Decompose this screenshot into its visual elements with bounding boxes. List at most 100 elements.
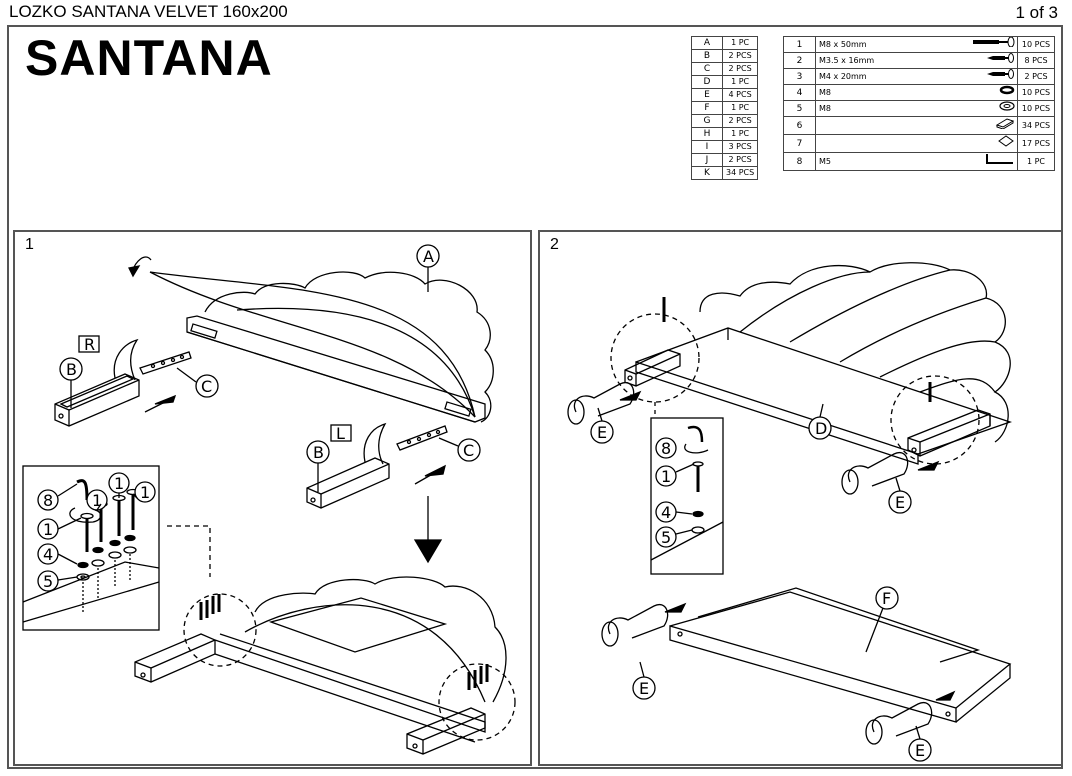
step-2-illustration: D E E E E F 8 1 4 5 [567, 262, 1013, 762]
document-title: LOZKO SANTANA VELVET 160x200 [9, 2, 288, 21]
part-quantity: 2 PCS [721, 114, 759, 128]
screw-icon [932, 68, 1018, 85]
step-number: 2 [550, 236, 559, 253]
hardware-quantity: 8 PCS [1017, 52, 1055, 69]
slat-cap-icon [932, 134, 1018, 153]
svg-text:L: L [336, 424, 345, 443]
part-quantity: 3 PCS [721, 140, 759, 154]
svg-text:1: 1 [140, 483, 150, 502]
part-letter: D [691, 75, 723, 89]
hardware-description: M4 x 20mm [815, 68, 932, 85]
detail-callout-bolt-c: 1 [132, 481, 156, 503]
part-quantity: 1 PC [721, 36, 759, 50]
page-indicator: 1 of 3 [1015, 3, 1058, 22]
part-letter: A [691, 36, 723, 50]
detail-callout-bolt-b: 1 [108, 472, 130, 498]
svg-text:B: B [313, 443, 324, 462]
callout-side-tag-right: R [78, 335, 100, 354]
hardware-description [815, 134, 932, 153]
part-letter: C [691, 62, 723, 76]
callout-bracket-right: C [176, 367, 219, 398]
svg-text:E: E [895, 493, 905, 512]
hardware-description: M8 [815, 84, 932, 101]
headboard-drawing [128, 256, 494, 423]
allen-key-icon [932, 152, 1018, 171]
callout-headboard: A [416, 244, 440, 292]
svg-text:A: A [423, 247, 434, 266]
part-letter: F [691, 101, 723, 115]
detail-callout-bolt-a: 1 [86, 489, 108, 511]
part-quantity: 4 PCS [721, 88, 759, 102]
side-rail-left-drawing [306, 422, 390, 509]
part-letter: K [691, 166, 723, 180]
callout-side-rail-left: B [306, 440, 330, 492]
hardware-quantity: 34 PCS [1017, 116, 1055, 135]
detail-callout-flat-washer: 5 [655, 526, 693, 548]
svg-text:C: C [201, 377, 212, 396]
callout-leg-3: E [632, 661, 656, 700]
hardware-quantity: 2 PCS [1017, 68, 1055, 85]
bracket-c-right-drawing [139, 351, 192, 413]
callout-side-tag-left: L [330, 424, 352, 443]
svg-text:8: 8 [43, 491, 53, 510]
detail-callout-bolt-d: 1 [37, 517, 82, 540]
svg-text:4: 4 [43, 545, 53, 564]
down-arrow-icon [413, 496, 443, 564]
hardware-number: 2 [783, 52, 816, 69]
part-quantity: 1 PC [721, 75, 759, 89]
detail-callout-bolt: 1 [655, 463, 695, 487]
callout-leg-2: E [888, 477, 912, 514]
callout-leg-1: E [590, 407, 614, 444]
step-1-panel: 1 [13, 230, 532, 766]
part-letter: G [691, 114, 723, 128]
detail-callout-allen-key: 8 [655, 437, 677, 459]
footboard-drawing [669, 587, 1012, 723]
hardware-number: 5 [783, 100, 816, 117]
step-1-callouts: A B R C B L C 8 1 1 1 1 4 5 [37, 244, 481, 592]
callout-leg-4: E [908, 725, 932, 762]
screw-icon [932, 52, 1018, 69]
spring-washer-icon [932, 84, 1018, 101]
part-quantity: 1 PC [721, 101, 759, 115]
hardware-description: M8 x 50mm [815, 36, 932, 53]
svg-text:E: E [915, 741, 925, 760]
hardware-quantity: 10 PCS [1017, 36, 1055, 53]
part-letter: J [691, 153, 723, 167]
product-name: SANTANA [25, 30, 273, 86]
hardware-description: M3.5 x 16mm [815, 52, 932, 69]
svg-text:1: 1 [43, 520, 53, 539]
callout-bracket-left: C [438, 437, 481, 462]
svg-text:1: 1 [661, 467, 671, 486]
svg-text:B: B [66, 360, 77, 379]
assembled-frame-drawing [134, 525, 516, 755]
detail-callout-spring-washer: 4 [37, 543, 78, 565]
svg-text:8: 8 [661, 439, 671, 458]
detail-callout-spring-washer: 4 [655, 501, 693, 523]
hardware-number: 3 [783, 68, 816, 85]
callout-footboard: F [865, 586, 899, 653]
hardware-quantity: 1 PC [1017, 152, 1055, 171]
part-letter: H [691, 127, 723, 141]
svg-text:E: E [597, 423, 607, 442]
hardware-number: 4 [783, 84, 816, 101]
step-2-callouts: D E E E E F 8 1 4 5 [590, 403, 932, 762]
legs-drawing [567, 381, 956, 745]
hardware-quantity: 17 PCS [1017, 134, 1055, 153]
hardware-description: M5 [815, 152, 932, 171]
side-rail-right-drawing [54, 338, 140, 427]
